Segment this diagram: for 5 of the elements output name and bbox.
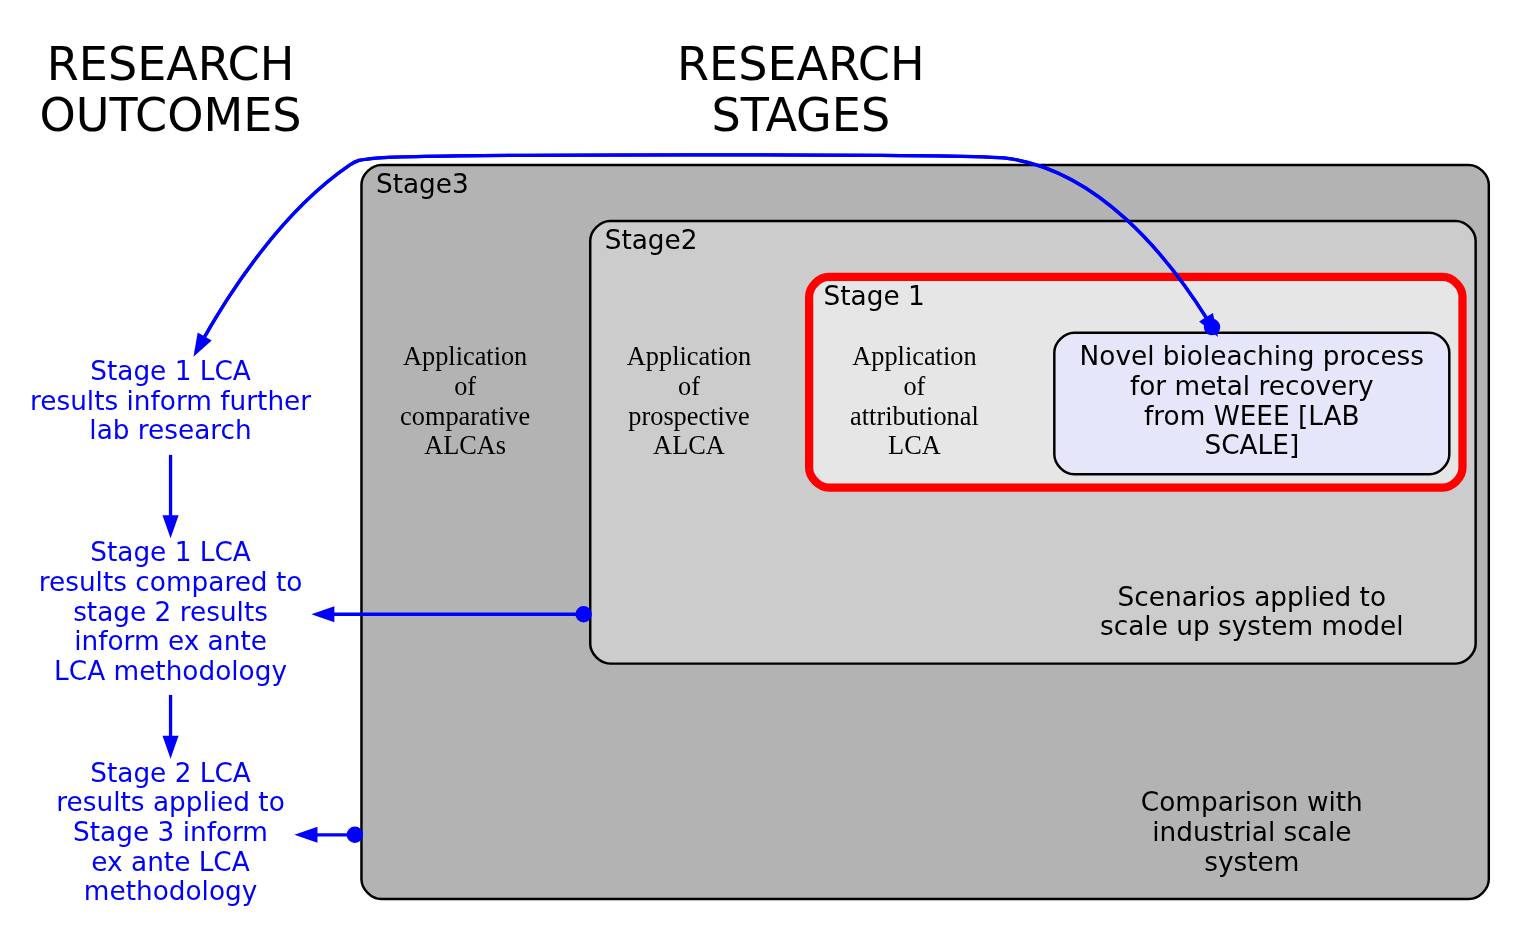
node-text: Stage 1 LCA results compared to stage 2 results inform ex ante LCA methodology (38, 536, 303, 686)
label: RESEARCH OUTCOMES (39, 36, 302, 142)
node-text: Stage 2 LCA results applied to Stage 3 inform ex ante LCA methodology (56, 757, 285, 906)
node-text: Stage 1 LCA results inform further lab research (29, 355, 312, 445)
label: RESEARCH STAGES (677, 36, 925, 142)
